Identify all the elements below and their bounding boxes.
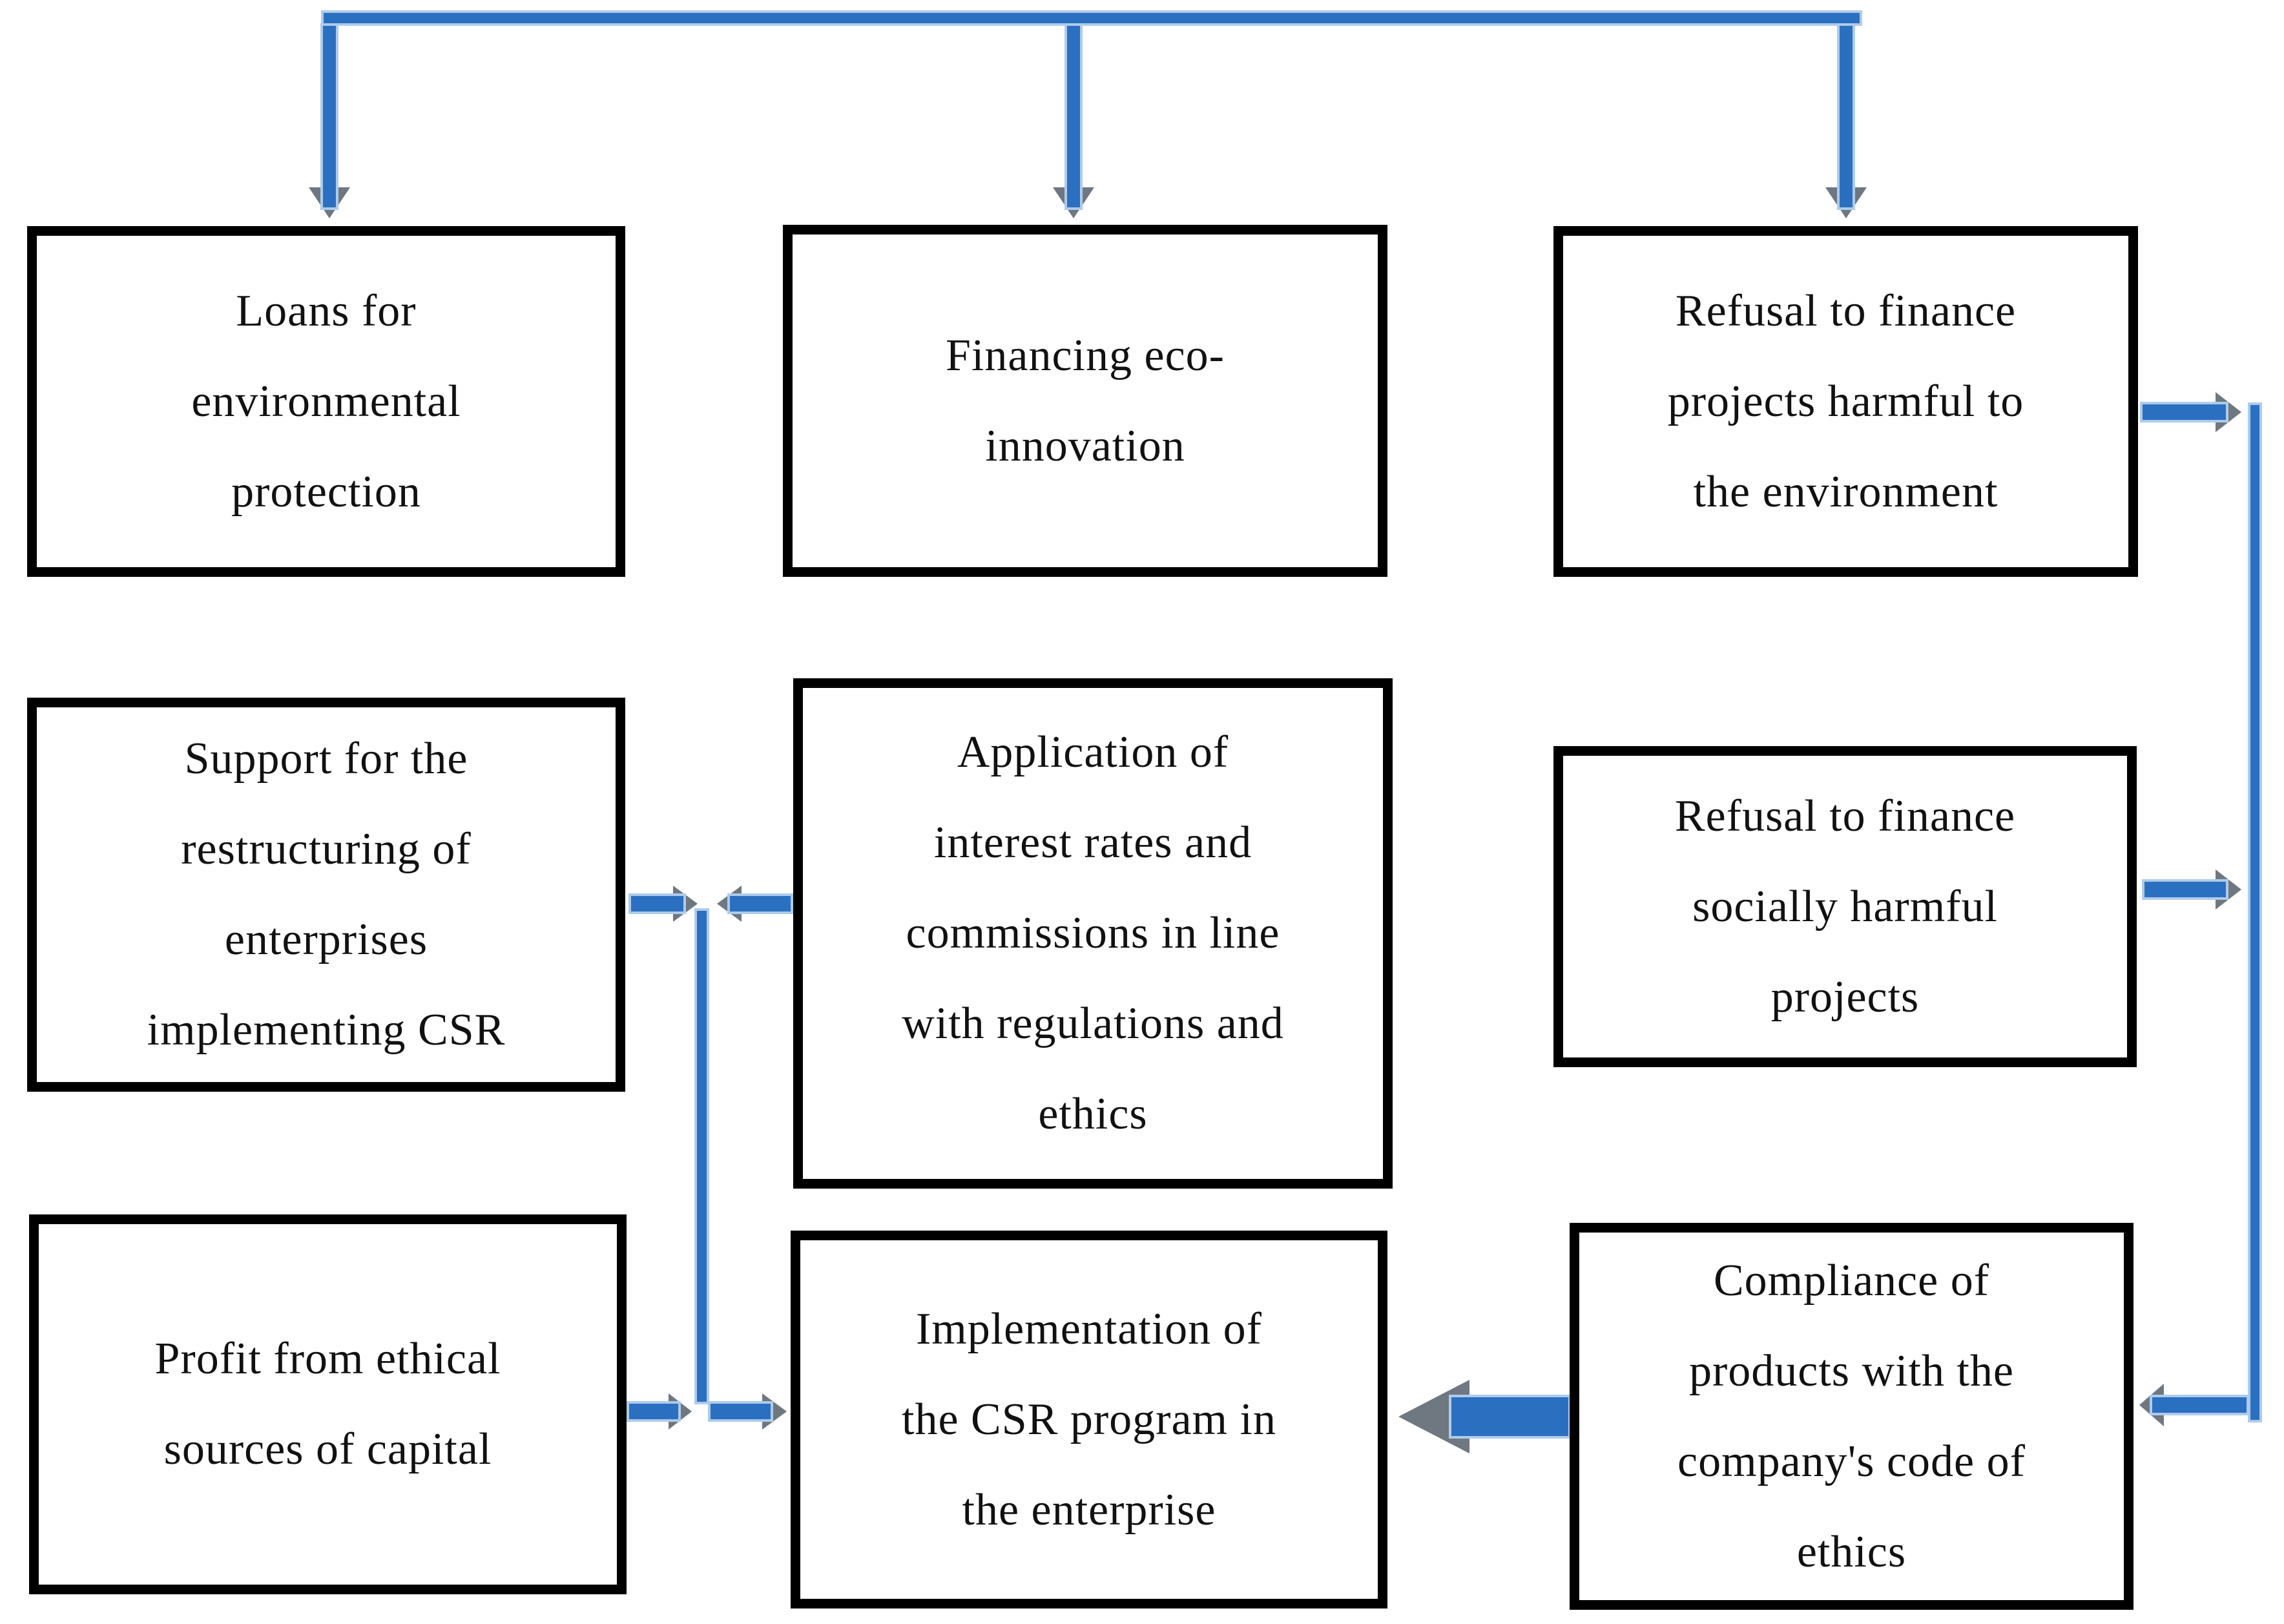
right-arrow-icon <box>2142 869 2241 910</box>
right-rail <box>2248 402 2262 1422</box>
flow-box-eco-innovation: Financing eco- innovation <box>783 225 1387 577</box>
flow-box-label: Implementation of the CSR program in the… <box>902 1304 1276 1535</box>
flow-box-label: Loans for environmental protection <box>191 286 461 517</box>
flow-box-label: Profit from ethical sources of capital <box>154 1334 501 1474</box>
left-arrow-icon <box>1398 1380 1571 1453</box>
flow-box-label: Refusal to finance projects harmful to t… <box>1667 286 2024 517</box>
flow-box-label: Compliance of products with the company'… <box>1677 1255 2026 1577</box>
flow-box-label: Refusal to finance socially harmful proj… <box>1674 791 2016 1022</box>
down-arrow-icon <box>309 23 350 218</box>
left-arrow-icon <box>2139 1384 2249 1426</box>
flow-box-ethical-profit: Profit from ethical sources of capital <box>29 1214 627 1594</box>
flow-box-restructuring-support: Support for the restructuring of enterpr… <box>27 698 625 1092</box>
right-arrow-icon <box>628 886 698 922</box>
flow-box-refusal-environment: Refusal to finance projects harmful to t… <box>1553 226 2138 577</box>
right-arrow-icon <box>708 1393 787 1430</box>
top-branch-rail <box>321 10 1862 26</box>
right-arrow-icon <box>2140 392 2241 432</box>
flow-box-loans: Loans for environmental protection <box>27 226 625 577</box>
right-arrow-icon <box>627 1393 692 1430</box>
down-arrow-icon <box>1825 23 1867 218</box>
flow-box-csr-implementation: Implementation of the CSR program in the… <box>791 1231 1387 1608</box>
flow-box-label: Support for the restructuring of enterpr… <box>147 734 506 1055</box>
flow-box-refusal-social: Refusal to finance socially harmful proj… <box>1553 746 2137 1067</box>
flow-box-interest-rates: Application of interest rates and commis… <box>793 678 1393 1189</box>
left-arrow-icon <box>717 886 793 922</box>
flow-box-label: Financing eco- innovation <box>946 330 1225 471</box>
flow-box-label: Application of interest rates and commis… <box>902 727 1284 1139</box>
flow-box-code-compliance: Compliance of products with the company'… <box>1570 1223 2133 1610</box>
down-arrow-icon <box>1053 23 1094 218</box>
center-rail <box>694 908 709 1404</box>
